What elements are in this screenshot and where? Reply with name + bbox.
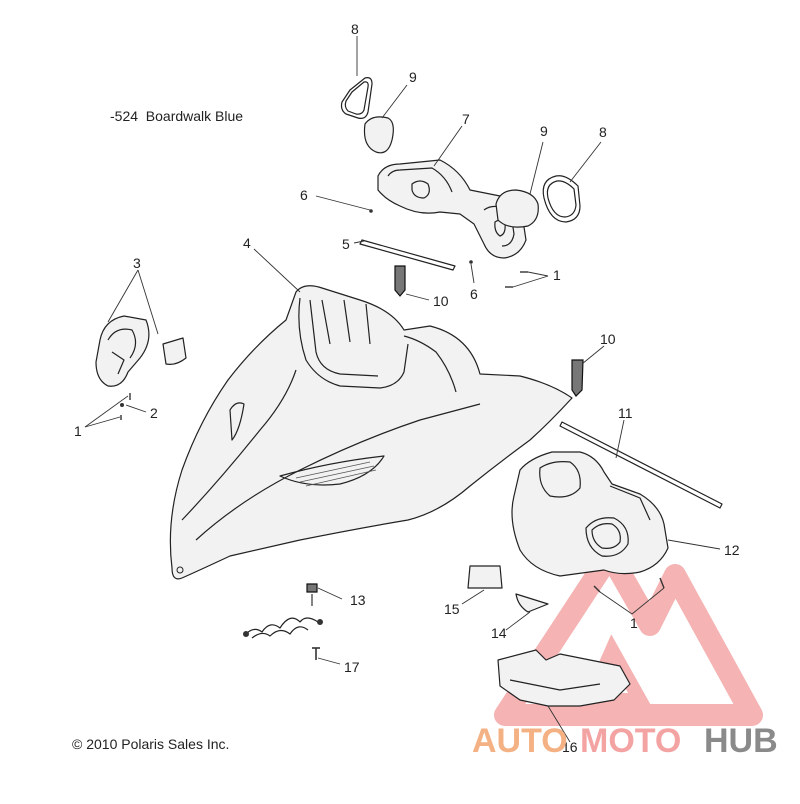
callout-13: 13 [350, 592, 366, 608]
side-panel-3 [95, 315, 150, 387]
decal-3 [162, 337, 187, 365]
callout-9-right: 9 [540, 123, 548, 139]
callout-16: 16 [562, 739, 578, 755]
wire-harness [243, 617, 323, 639]
pins-1-upper [505, 271, 528, 288]
decal-14 [515, 593, 549, 613]
copyright-notice: © 2010 Polaris Sales Inc. [72, 736, 229, 752]
callout-8-left: 8 [351, 21, 359, 37]
decal-15 [467, 565, 503, 589]
console-12 [511, 451, 669, 577]
callout-3: 3 [133, 255, 141, 271]
grommet-ring-left [340, 77, 373, 119]
rod-11 [559, 421, 723, 509]
callout-15: 15 [444, 601, 460, 617]
callout-5: 5 [342, 236, 350, 252]
callout-10-right: 10 [600, 331, 616, 347]
lens-left [363, 116, 394, 154]
callout-9-left: 9 [409, 69, 417, 85]
callout-4: 4 [243, 235, 251, 251]
callout-labels: 8 9 7 9 8 6 5 4 3 10 6 1 10 2 1 11 12 13… [74, 21, 740, 755]
pins-1-console [593, 577, 665, 593]
callout-8-right: 8 [599, 124, 607, 140]
screw-6-lower [469, 260, 473, 264]
lens-right [495, 189, 539, 228]
fasteners-1-2-left [120, 393, 131, 420]
watermark-text: AUTO MOTO HUB [472, 722, 778, 760]
clip-10-upper [394, 265, 406, 297]
bulb-socket-13 [306, 583, 318, 606]
trim-strip-5 [359, 239, 456, 271]
callout-10-upper: 10 [433, 293, 449, 309]
cover-plate-16 [497, 649, 631, 707]
callout-14: 14 [491, 625, 507, 641]
callout-1-upper: 1 [553, 267, 561, 283]
callout-7: 7 [462, 111, 470, 127]
variant-note: -524 Boardwalk Blue [110, 108, 243, 124]
grommet-ring-right [542, 175, 581, 223]
callout-2: 2 [150, 405, 158, 421]
callout-12: 12 [724, 542, 740, 558]
callout-6-lower: 6 [470, 286, 478, 302]
screw-17 [312, 647, 320, 660]
callout-1-left: 1 [74, 423, 82, 439]
callout-17: 17 [344, 659, 360, 675]
callout-6-upper: 6 [300, 187, 308, 203]
watermark-word-auto: AUTO [472, 722, 568, 760]
screw-6-upper [369, 209, 373, 213]
callout-11: 11 [618, 405, 633, 421]
watermark-word-moto: MOTO [580, 722, 681, 760]
callout-1-console: 1 [630, 615, 638, 631]
watermark-word-hub: HUB [704, 722, 778, 760]
clip-10-right [571, 359, 584, 397]
leader-lines [84, 36, 721, 743]
hood-4 [169, 285, 573, 580]
